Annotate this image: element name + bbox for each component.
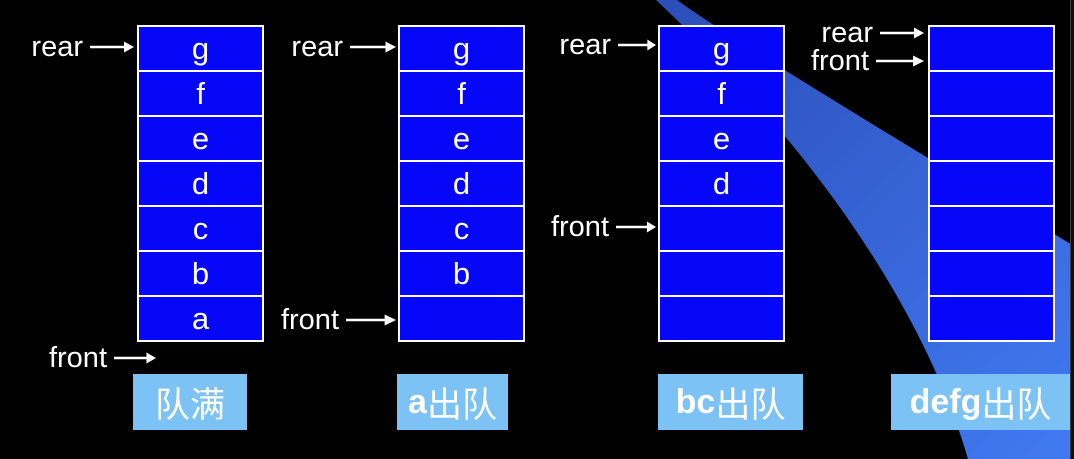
cell-value: b (191, 256, 210, 291)
cell-value: d (191, 166, 210, 201)
queue-cell: d (400, 162, 523, 207)
caption-cn-text: 出队 (981, 385, 1052, 425)
queue-cell (930, 207, 1053, 252)
front-label: front (810, 44, 869, 77)
queue-cell (400, 297, 523, 340)
rear-pointer-panel1: rear (31, 30, 134, 64)
queue-cell: b (139, 252, 262, 297)
queue-cell (930, 297, 1053, 340)
rear-label: rear (821, 16, 873, 49)
front-pointer-panel1: front (49, 341, 156, 375)
cell-value: g (191, 31, 210, 66)
caption-cn-text: 出队 (715, 385, 786, 425)
right-arrow-icon (876, 55, 924, 67)
queue-column-full: g f e d c b a (137, 25, 264, 342)
right-arrow-icon (880, 27, 924, 39)
slide-right-edge (1070, 0, 1074, 459)
rear-label: rear (31, 30, 83, 63)
rear-label: rear (291, 30, 343, 63)
caption-queue-full: 队满 (133, 374, 247, 430)
cell-value: c (453, 211, 470, 246)
rear-pointer-panel2: rear (291, 30, 396, 64)
queue-cell: f (660, 72, 783, 117)
queue-cell (930, 72, 1053, 117)
right-arrow-icon (350, 41, 396, 53)
queue-cell: e (660, 117, 783, 162)
front-pointer-panel4: front (811, 44, 924, 78)
queue-cell: b (400, 252, 523, 297)
cell-value: d (712, 166, 731, 201)
cell-value: b (452, 256, 471, 291)
queue-cell: c (139, 207, 262, 252)
queue-cell (930, 162, 1053, 207)
cell-value: f (457, 76, 466, 111)
queue-cell: c (400, 207, 523, 252)
queue-cell (930, 252, 1053, 297)
caption-latin-text: a (408, 382, 427, 421)
queue-cell: f (400, 72, 523, 117)
queue-cell (930, 117, 1053, 162)
queue-cell (660, 297, 783, 340)
queue-cell: g (660, 27, 783, 72)
caption-cn-text: 队满 (154, 385, 225, 425)
right-arrow-icon (90, 41, 134, 53)
caption-latin-text: defg (909, 382, 982, 421)
queue-cell: a (139, 297, 262, 340)
cell-value: f (196, 76, 205, 111)
cell-value: e (712, 121, 731, 156)
front-label: front (280, 303, 339, 336)
cell-value: a (191, 301, 210, 336)
front-pointer-panel3: front (551, 210, 656, 244)
right-arrow-icon (346, 314, 396, 326)
cell-value: g (712, 31, 731, 66)
right-arrow-icon (114, 352, 156, 364)
queue-cell (930, 27, 1053, 72)
cell-value: f (717, 76, 726, 111)
front-pointer-panel2: front (281, 303, 396, 337)
caption-cn-text: 出队 (426, 385, 497, 425)
cell-value: g (452, 31, 471, 66)
queue-column-empty (928, 25, 1055, 342)
queue-cell: g (139, 27, 262, 72)
rear-label: rear (559, 28, 611, 61)
rear-pointer-panel3: rear (559, 28, 656, 62)
cell-value: e (191, 121, 210, 156)
queue-column-a-dequeued: g f e d c b (398, 25, 525, 342)
queue-cell: d (139, 162, 262, 207)
queue-column-bc-dequeued: g f e d (658, 25, 785, 342)
cell-value: d (452, 166, 471, 201)
queue-cell: g (400, 27, 523, 72)
queue-cell (660, 252, 783, 297)
queue-cell (660, 207, 783, 252)
right-arrow-icon (618, 39, 656, 51)
right-arrow-icon (616, 221, 656, 233)
front-label: front (550, 210, 609, 243)
caption-latin-text: bc (675, 382, 716, 421)
rear-pointer-panel4: rear (821, 16, 924, 50)
cell-value: c (192, 211, 209, 246)
queue-cell: d (660, 162, 783, 207)
queue-cell: e (139, 117, 262, 162)
queue-cell: e (400, 117, 523, 162)
front-label: front (48, 341, 107, 374)
cell-value: e (452, 121, 471, 156)
queue-cell: f (139, 72, 262, 117)
